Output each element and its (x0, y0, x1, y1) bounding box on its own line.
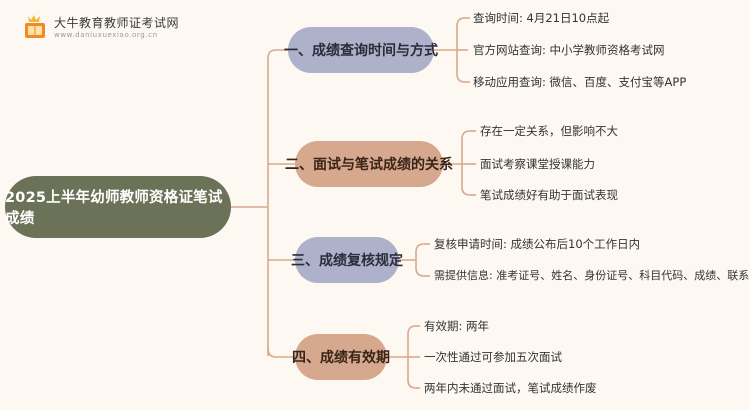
root-node: 2025上半年幼师教师资格证笔试成绩 (5, 176, 231, 238)
book-logo-icon (22, 14, 48, 42)
branch-1-connector (267, 49, 288, 59)
leaf-node: 移动应用查询: 微信、百度、支付宝等APP (473, 75, 687, 89)
branch-4-connector (267, 347, 295, 358)
leaf-node: 笔试成绩好有助于面试表现 (480, 188, 618, 202)
leaf-node: 面试考察课堂授课能力 (480, 157, 595, 171)
leaf-node: 需提供信息: 准考证号、姓名、身份证号、科目代码、成绩、联系电话 (434, 269, 750, 282)
site-logo[interactable]: 大牛教育教师证考试网 www.daniuxuexiao.org.cn (22, 14, 179, 42)
leaf-node: 存在一定关系，但影响不大 (480, 124, 618, 138)
leaf-node: 有效期: 两年 (424, 319, 490, 333)
branch-node-validity: 四、成绩有效期 (292, 334, 390, 380)
branch-node-query: 一、成绩查询时间与方式 (284, 27, 438, 73)
leaf-node: 一次性通过可参加五次面试 (424, 350, 562, 364)
leaf-node: 官方网站查询: 中小学教师资格考试网 (473, 43, 665, 57)
logo-title: 大牛教育教师证考试网 (54, 16, 180, 30)
branch-node-relation: 二、面试与笔试成绩的关系 (285, 141, 453, 187)
leaf-node: 查询时间: 4月21日10点起 (473, 11, 610, 25)
leaf-node: 复核申请时间: 成绩公布后10个工作日内 (434, 237, 641, 251)
logo-subtitle: www.daniuxuexiao.org.cn (54, 31, 158, 39)
branch-node-review: 三、成绩复核规定 (291, 237, 403, 283)
leaf-node: 两年内未通过面试，笔试成绩作废 (424, 381, 597, 395)
